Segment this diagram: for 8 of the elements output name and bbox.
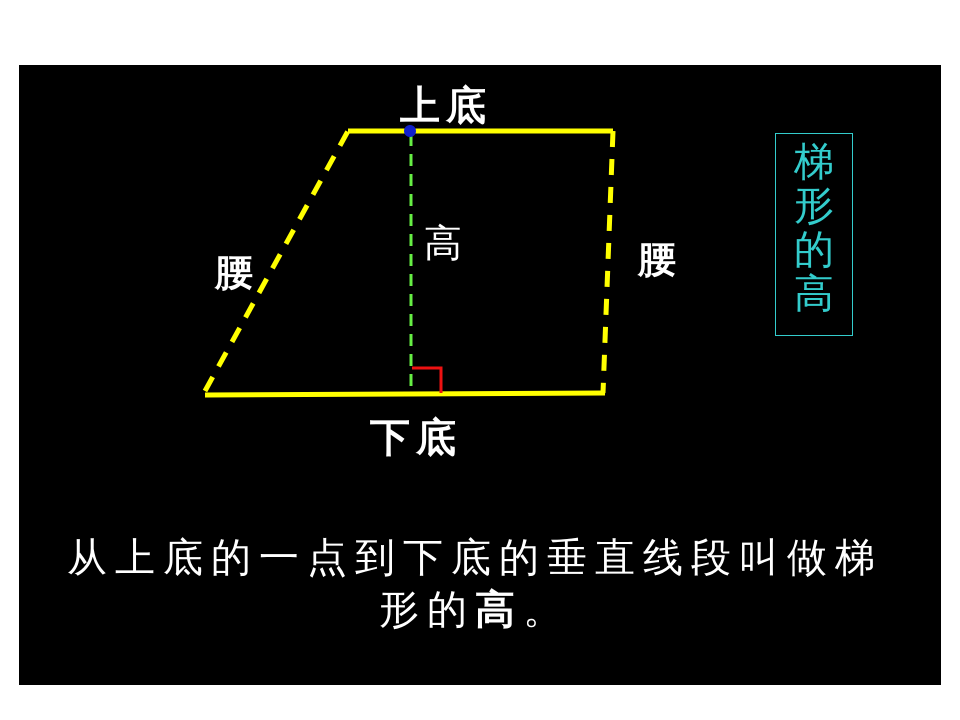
title-box [775, 133, 853, 336]
height-label: 高 [424, 220, 462, 267]
definition-text: 从上底的一点到下底的垂直线段叫做梯形的高。 [66, 534, 884, 635]
side-label: 上底 [400, 81, 492, 131]
side-label: 下底 [370, 413, 462, 463]
side-label: 腰 [638, 235, 682, 283]
title-text: 梯形的高 [794, 140, 834, 316]
side-label: 腰 [215, 248, 259, 296]
